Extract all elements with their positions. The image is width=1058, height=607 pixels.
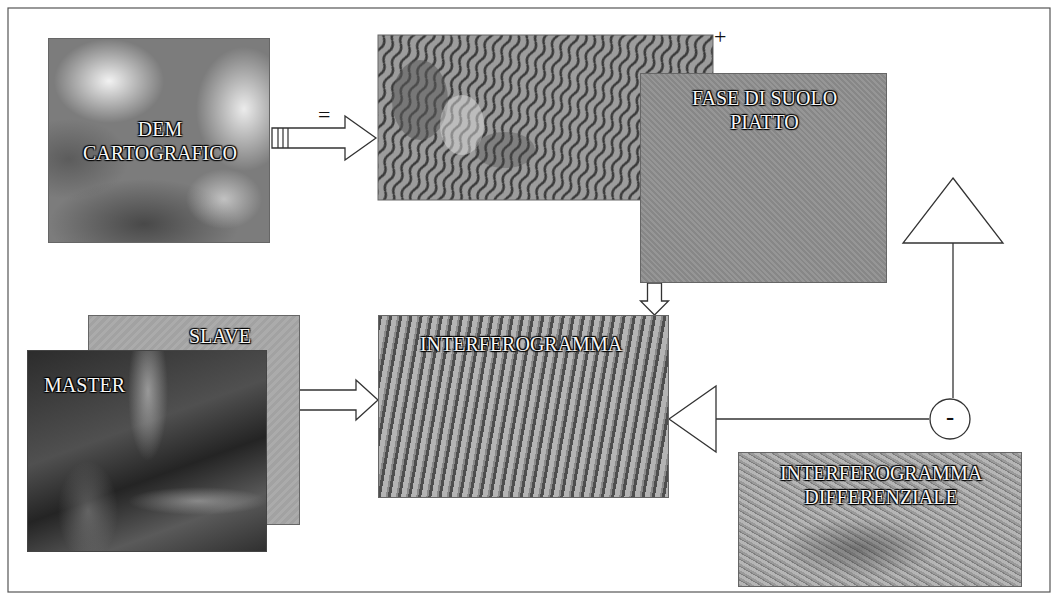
flow-arrow (641, 283, 669, 315)
equals-sign: = (318, 102, 330, 128)
node-text: INTERFEROGRAMMA (379, 332, 663, 356)
node-text: MASTER (44, 373, 125, 397)
interferogram-image: INTERFEROGRAMMA (378, 315, 669, 498)
circle-shape (930, 399, 970, 439)
fringe-blotch (475, 132, 535, 168)
node-text: SLAVE (189, 324, 251, 348)
node-text: FASE DI SUOLO PIATTO (659, 86, 870, 134)
connector-line (716, 418, 929, 419)
flow-arrow (669, 386, 929, 452)
connector-line (952, 243, 953, 398)
flow-arrow (903, 178, 1003, 398)
fringe-blotch (392, 60, 448, 140)
triangle-head (669, 386, 716, 452)
master-image: MASTER (27, 350, 267, 552)
minus-operator: - (929, 398, 977, 440)
differential-interferogram-image: INTERFEROGRAMMA DIFFERENZIALE (738, 452, 1022, 587)
node-text: DEM CARTOGRAFICO (70, 117, 250, 165)
dem-image: DEM CARTOGRAFICO (48, 38, 270, 243)
plus-sign: + (714, 24, 726, 50)
block-arrow (641, 283, 669, 315)
flat-earth-phase-image: FASE DI SUOLO PIATTO (640, 73, 887, 283)
frame (8, 8, 1050, 592)
node-text: - (929, 403, 971, 432)
arrow-marks (278, 128, 288, 148)
triangle-head (903, 178, 1003, 243)
node-text: INTERFEROGRAMMA DIFFERENZIALE (759, 461, 1003, 509)
